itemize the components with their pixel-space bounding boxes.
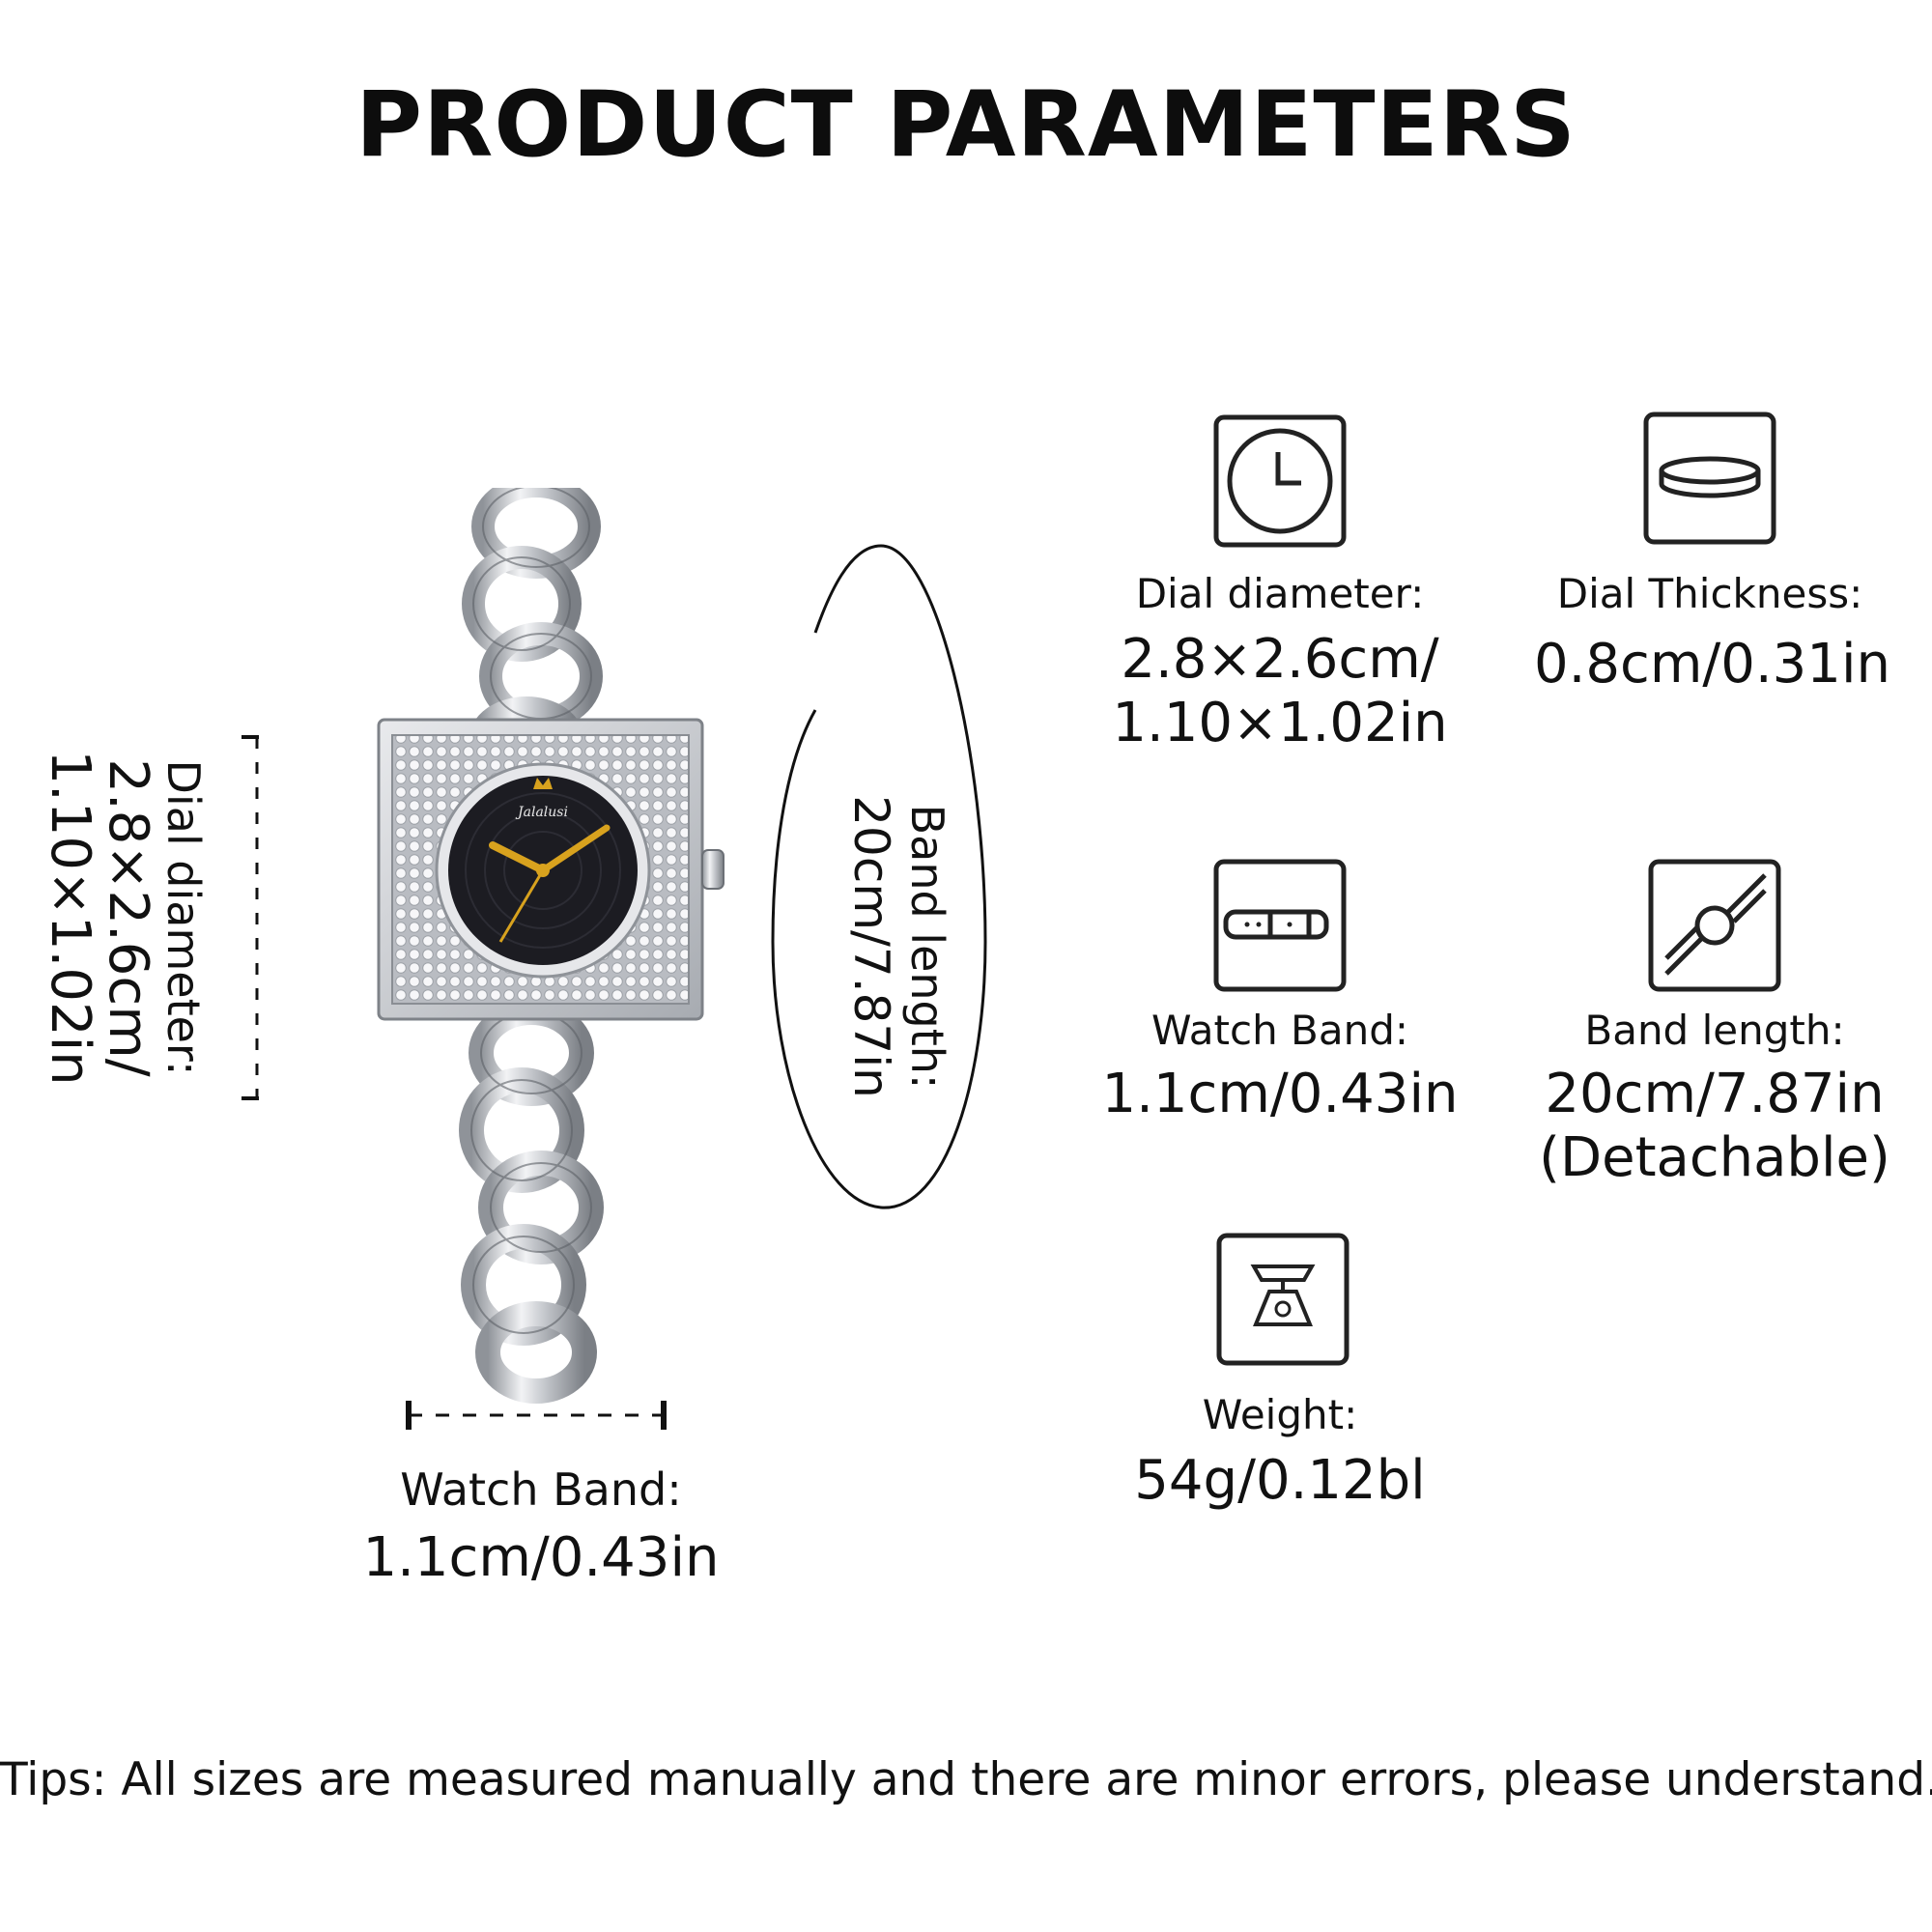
band-length-annotation-value: 20cm/7.87in (843, 795, 899, 1098)
dial-thickness-label: Dial Thickness: (1556, 570, 1863, 617)
band-length-loop (771, 544, 987, 1209)
dial-diameter-annotation-label: Dial diameter: (157, 759, 210, 1076)
dial-diameter-value-1: 2.8×2.6cm/ (1121, 628, 1439, 691)
weight-value: 54g/0.12bl (1134, 1449, 1426, 1512)
thickness-icon (1643, 412, 1776, 545)
watch-image: Jalalusi (377, 488, 724, 1404)
band-length-value-2: (Detachable) (1539, 1126, 1890, 1189)
scale-icon (1216, 1233, 1350, 1366)
band-length-value-1: 20cm/7.87in (1545, 1063, 1885, 1125)
watch-crown (701, 849, 724, 890)
dial-diameter-annotation-value-1: 2.8×2.6cm/ (97, 758, 159, 1077)
minute-hand (539, 824, 611, 874)
band-width-dimension-line (406, 1401, 667, 1430)
brand-logo-icon (533, 778, 553, 789)
weight-label: Weight: (1202, 1391, 1358, 1438)
band-length-value: 20cm/7.87in (Detachable) (1507, 1063, 1922, 1190)
clock-icon (1213, 414, 1347, 548)
band-length-annotation-label: Band length: (901, 804, 953, 1090)
band-length-annotation: Band length: 20cm/7.87in (831, 792, 966, 1101)
dial-diameter-annotation: Dial diameter: 2.8×2.6cm/ 1.10×1.02in (29, 744, 222, 1092)
brand-name-text: Jalalusi (515, 805, 568, 820)
tips-note: Tips: All sizes are measured manually an… (0, 1753, 1932, 1806)
watch-band-value: 1.1cm/0.43in (1101, 1063, 1459, 1125)
lower-chain (459, 1000, 604, 1404)
watch-band-annotation-label: Watch Band: (400, 1463, 682, 1516)
dial-diameter-value: 2.8×2.6cm/ 1.10×1.02in (1072, 628, 1488, 755)
dial-thickness-value: 0.8cm/0.31in (1533, 633, 1890, 696)
second-hand (498, 869, 545, 943)
dial-diameter-annotation-value-2: 1.10×1.02in (39, 750, 101, 1086)
dial-diameter-label: Dial diameter: (1135, 570, 1425, 617)
strap-icon (1213, 859, 1347, 992)
dial-dimension-line (242, 735, 259, 1100)
watch-band-annotation-value: 1.1cm/0.43in (362, 1526, 720, 1589)
page-title: PRODUCT PARAMETERS (355, 72, 1577, 178)
hour-hand (489, 841, 547, 874)
band-length-icon (1648, 859, 1781, 992)
dial-diameter-value-2: 1.10×1.02in (1112, 692, 1448, 754)
watch-band-label: Watch Band: (1151, 1007, 1409, 1054)
band-length-label: Band length: (1584, 1007, 1845, 1054)
